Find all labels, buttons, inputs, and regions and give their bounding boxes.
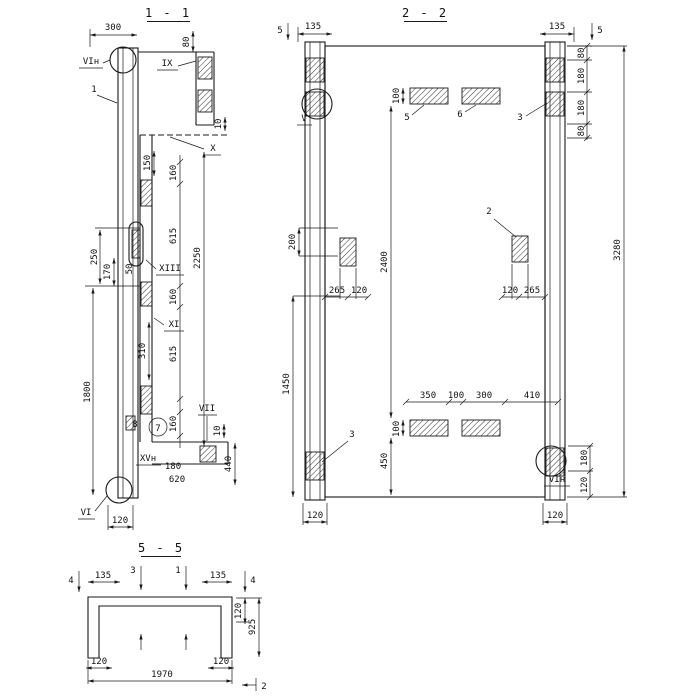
dim-label: 120 xyxy=(502,286,518,296)
dim-label: 250 xyxy=(90,249,100,265)
dim-label: 350 xyxy=(420,391,436,401)
dimension-lines xyxy=(85,29,237,530)
dim-label: 1800 xyxy=(83,381,93,403)
dim-label: 120 xyxy=(351,286,367,296)
embed-plates xyxy=(125,179,153,431)
dim-label: 3 xyxy=(130,566,135,576)
section-5-5: 5 - 5 4 135 xyxy=(68,541,266,692)
leader-lines xyxy=(297,102,570,487)
section-1-1: 1 - 1 xyxy=(78,6,237,530)
detail-mark: V xyxy=(301,114,307,124)
dim-label: 100 xyxy=(392,88,402,104)
detail-mark: VIн xyxy=(83,57,99,67)
detail-mark: XIII xyxy=(159,264,181,274)
dim-label: 5 xyxy=(597,26,602,36)
embed-plate xyxy=(199,445,217,463)
section-title: 2 - 2 xyxy=(402,6,448,20)
dim-label: 80 xyxy=(577,48,587,59)
dim-label: 265 xyxy=(329,286,345,296)
dimension-lines xyxy=(86,580,262,684)
dim-label: 615 xyxy=(169,228,179,244)
dim-label: 450 xyxy=(380,453,390,469)
detail-mark: XI xyxy=(169,320,180,330)
dim-label: 300 xyxy=(476,391,492,401)
dim-label: 410 xyxy=(524,391,540,401)
dim-label: 4 xyxy=(68,576,73,586)
embed-plate xyxy=(197,56,213,80)
part-number: 6 xyxy=(457,110,462,120)
detail-mark: IX xyxy=(162,59,173,69)
dim-label: 615 xyxy=(169,346,179,362)
dim-label: 120 xyxy=(234,603,244,619)
dimension-lines xyxy=(286,23,627,525)
dim-label: 925 xyxy=(248,619,258,635)
part-number: 5 xyxy=(404,113,409,123)
part-number: 8 xyxy=(132,420,137,430)
dim-label: 135 xyxy=(305,22,321,32)
dim-label: 300 xyxy=(105,23,121,33)
dim-label: 80 xyxy=(577,126,587,137)
dim-label: 120 xyxy=(91,657,107,667)
dim-label: 2400 xyxy=(380,251,390,273)
dim-label: 310 xyxy=(138,343,148,359)
dim-label: 120 xyxy=(580,477,590,493)
part-number: 7 xyxy=(155,424,160,434)
cut-marks xyxy=(77,566,257,691)
detail-mark: X xyxy=(210,144,216,154)
dim-label: 135 xyxy=(549,22,565,32)
dim-label: 120 xyxy=(547,511,563,521)
dim-label: 4 xyxy=(250,576,255,586)
dim-label: 50 xyxy=(125,264,135,275)
dim-label: 160 xyxy=(169,416,179,432)
dim-label: 150 xyxy=(143,155,153,171)
dim-label: 200 xyxy=(288,234,298,250)
dim-label: 160 xyxy=(169,289,179,305)
leader-lines xyxy=(78,59,221,520)
dim-label: 170 xyxy=(103,264,113,280)
part-number: 1 xyxy=(91,85,96,95)
dim-label: 80 xyxy=(182,37,192,48)
dim-label: 100 xyxy=(448,391,464,401)
embed-plate xyxy=(197,89,213,113)
part-number: 3 xyxy=(349,430,354,440)
embed-plates xyxy=(305,57,565,481)
dim-label: 265 xyxy=(524,286,540,296)
dim-label: 1970 xyxy=(151,670,173,680)
dim-label: 135 xyxy=(210,571,226,581)
dim-label: 180 xyxy=(577,68,587,84)
dim-label: 135 xyxy=(95,571,111,581)
section-title: 5 - 5 xyxy=(138,541,184,555)
dim-label: 180 xyxy=(580,450,590,466)
part-number: 3 xyxy=(517,113,522,123)
dim-label: 1450 xyxy=(282,373,292,395)
dim-label: 2 xyxy=(261,682,266,692)
dim-label: 620 xyxy=(169,475,185,485)
dim-label: 120 xyxy=(112,516,128,526)
detail-mark: VI xyxy=(81,508,92,518)
dim-label: 3280 xyxy=(613,239,623,261)
part-number: 2 xyxy=(486,207,491,217)
section-title: 1 - 1 xyxy=(145,6,191,20)
detail-mark: XVн xyxy=(140,454,156,464)
dim-label: 5 xyxy=(277,26,282,36)
dim-label: 440 xyxy=(224,456,234,472)
dim-label: 180 xyxy=(165,462,181,472)
dim-label: 10 xyxy=(213,426,223,437)
panel-outline xyxy=(301,41,567,501)
dim-label: 1 xyxy=(175,566,180,576)
dim-label: 120 xyxy=(307,511,323,521)
channel-outline xyxy=(87,596,233,659)
detail-mark: VIн xyxy=(549,475,565,485)
dim-label: 180 xyxy=(577,100,587,116)
dim-label: 2250 xyxy=(193,247,203,269)
bottom-detail xyxy=(152,441,229,465)
detail-mark: VII xyxy=(199,404,215,414)
dim-label: 100 xyxy=(392,421,402,437)
dim-label: 120 xyxy=(213,657,229,667)
top-detail xyxy=(138,51,215,126)
dim-label: 160 xyxy=(169,165,179,181)
dim-label: 10 xyxy=(214,119,224,130)
section-2-2: 2 - 2 xyxy=(277,6,627,525)
